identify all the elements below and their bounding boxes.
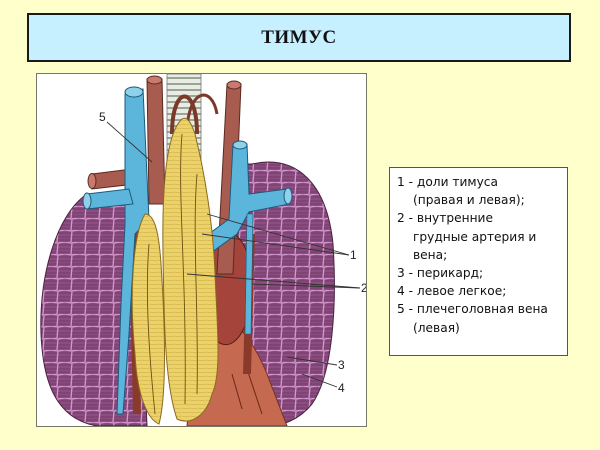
thymus-illustration: 5 1 2 3 4 bbox=[36, 73, 367, 427]
right-brachiocephalic-vein bbox=[116, 88, 150, 415]
legend-item-2: 2 - внутренние грудные артерия и вена; bbox=[397, 211, 537, 262]
page-title: ТИМУС bbox=[261, 26, 337, 48]
figure-label-5: 5 bbox=[99, 110, 106, 124]
figure-label-2: 2 bbox=[361, 281, 366, 295]
thymus-left-lobe bbox=[162, 117, 219, 422]
figure-label-3: 3 bbox=[338, 358, 345, 372]
legend-item-1: 1 - доли тимуса (правая и левая); bbox=[397, 175, 525, 208]
legend-item-3: 3 - перикард; bbox=[397, 266, 484, 281]
figure-label-4: 4 bbox=[338, 381, 345, 395]
figure-label-1: 1 bbox=[350, 248, 357, 262]
right-common-carotid bbox=[146, 78, 166, 205]
anatomy-drawing bbox=[40, 74, 361, 426]
legend-item-5: 5 - плечеголовная вена (левая) bbox=[397, 302, 548, 335]
title-bar: ТИМУС bbox=[27, 13, 571, 62]
legend-item-4: 4 - левое легкое; bbox=[397, 284, 507, 299]
legend-box: 1 - доли тимуса (правая и левая); 2 - вн… bbox=[389, 167, 568, 356]
